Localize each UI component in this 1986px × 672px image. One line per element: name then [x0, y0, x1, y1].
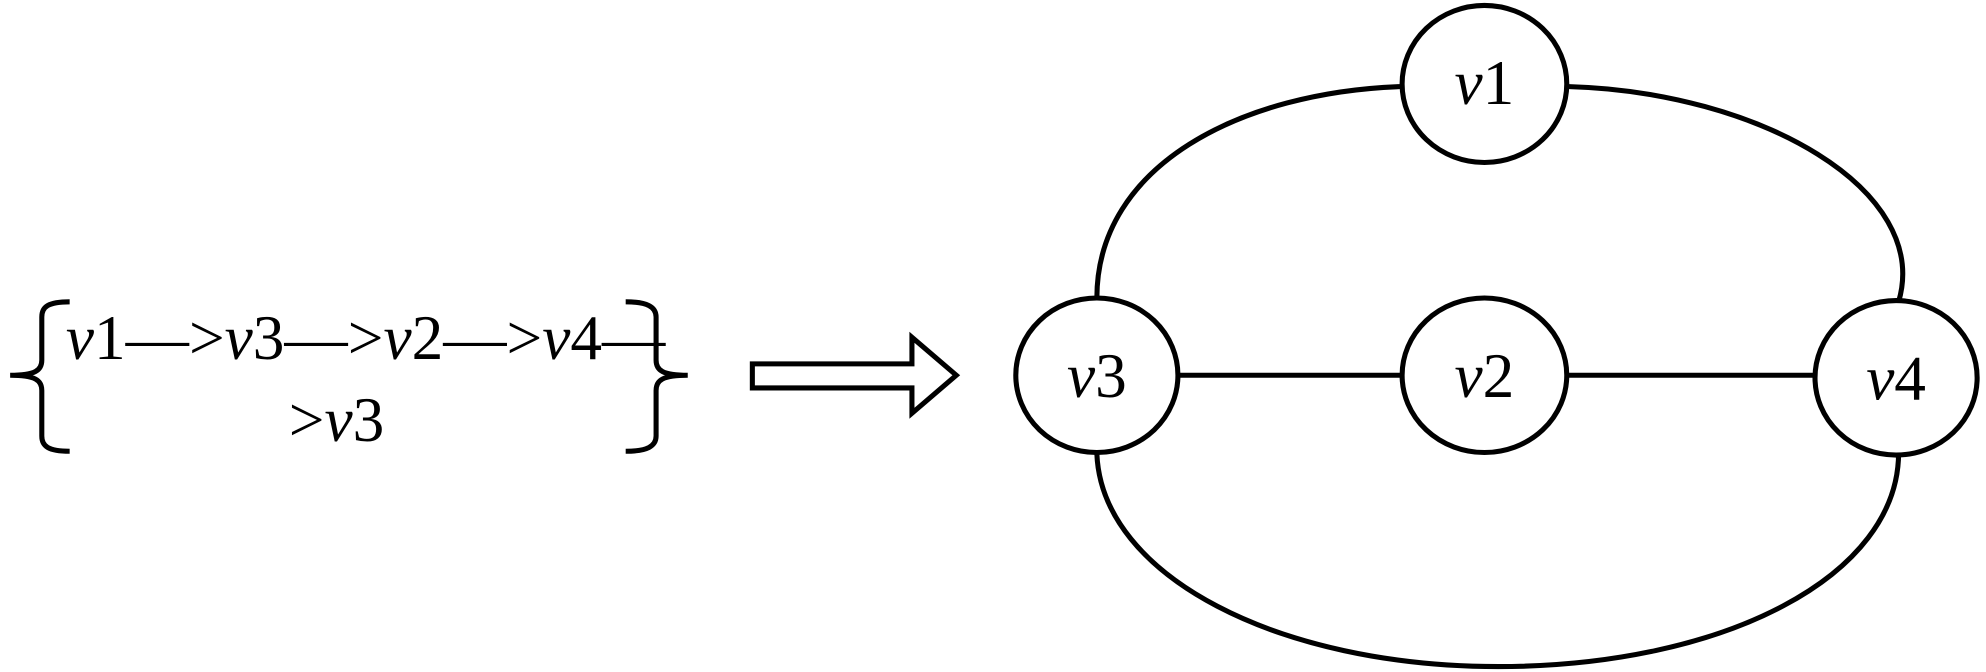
right-brace [625, 299, 688, 454]
node-v1: v1 [1399, 2, 1570, 166]
edge-v1-v4 [1566, 83, 1906, 303]
path-expression-line2: >v3 [289, 385, 384, 455]
svg-text:v4: v4 [1866, 343, 1926, 413]
node-v4: v4 [1812, 298, 1980, 458]
svg-text:v3: v3 [1067, 341, 1127, 411]
edge-v3-v1 [1094, 83, 1404, 299]
edge-v3-v4 [1094, 451, 1902, 670]
svg-text:v2: v2 [1455, 341, 1515, 411]
node-v2: v2 [1399, 295, 1570, 456]
node-v3: v3 [1013, 295, 1181, 456]
path-expression-line1: v1—>v3—>v2—>v4— [66, 303, 666, 373]
left-brace [10, 299, 70, 454]
svg-text:v1: v1 [1455, 48, 1515, 118]
right-arrow-icon [749, 331, 961, 419]
